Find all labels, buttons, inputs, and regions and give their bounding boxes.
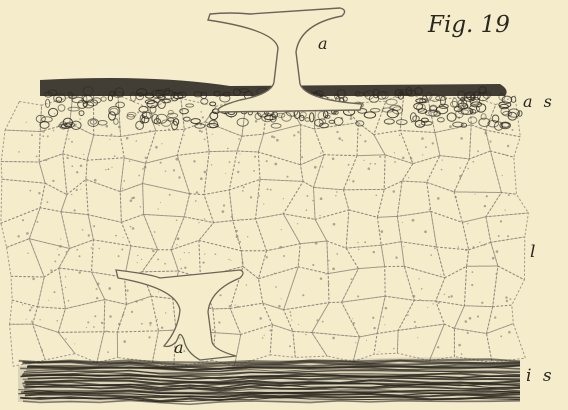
label-a-bottom: a bbox=[174, 340, 184, 356]
figure-title: Fig. 19 bbox=[428, 14, 510, 37]
label-middle-layer: l bbox=[530, 244, 535, 261]
label-a-top: a bbox=[318, 36, 328, 52]
label-lower-layer: i s bbox=[526, 368, 555, 385]
lower-striated-band bbox=[18, 357, 520, 404]
cell-network bbox=[1, 92, 529, 368]
label-upper-layer: a s bbox=[523, 94, 555, 110]
